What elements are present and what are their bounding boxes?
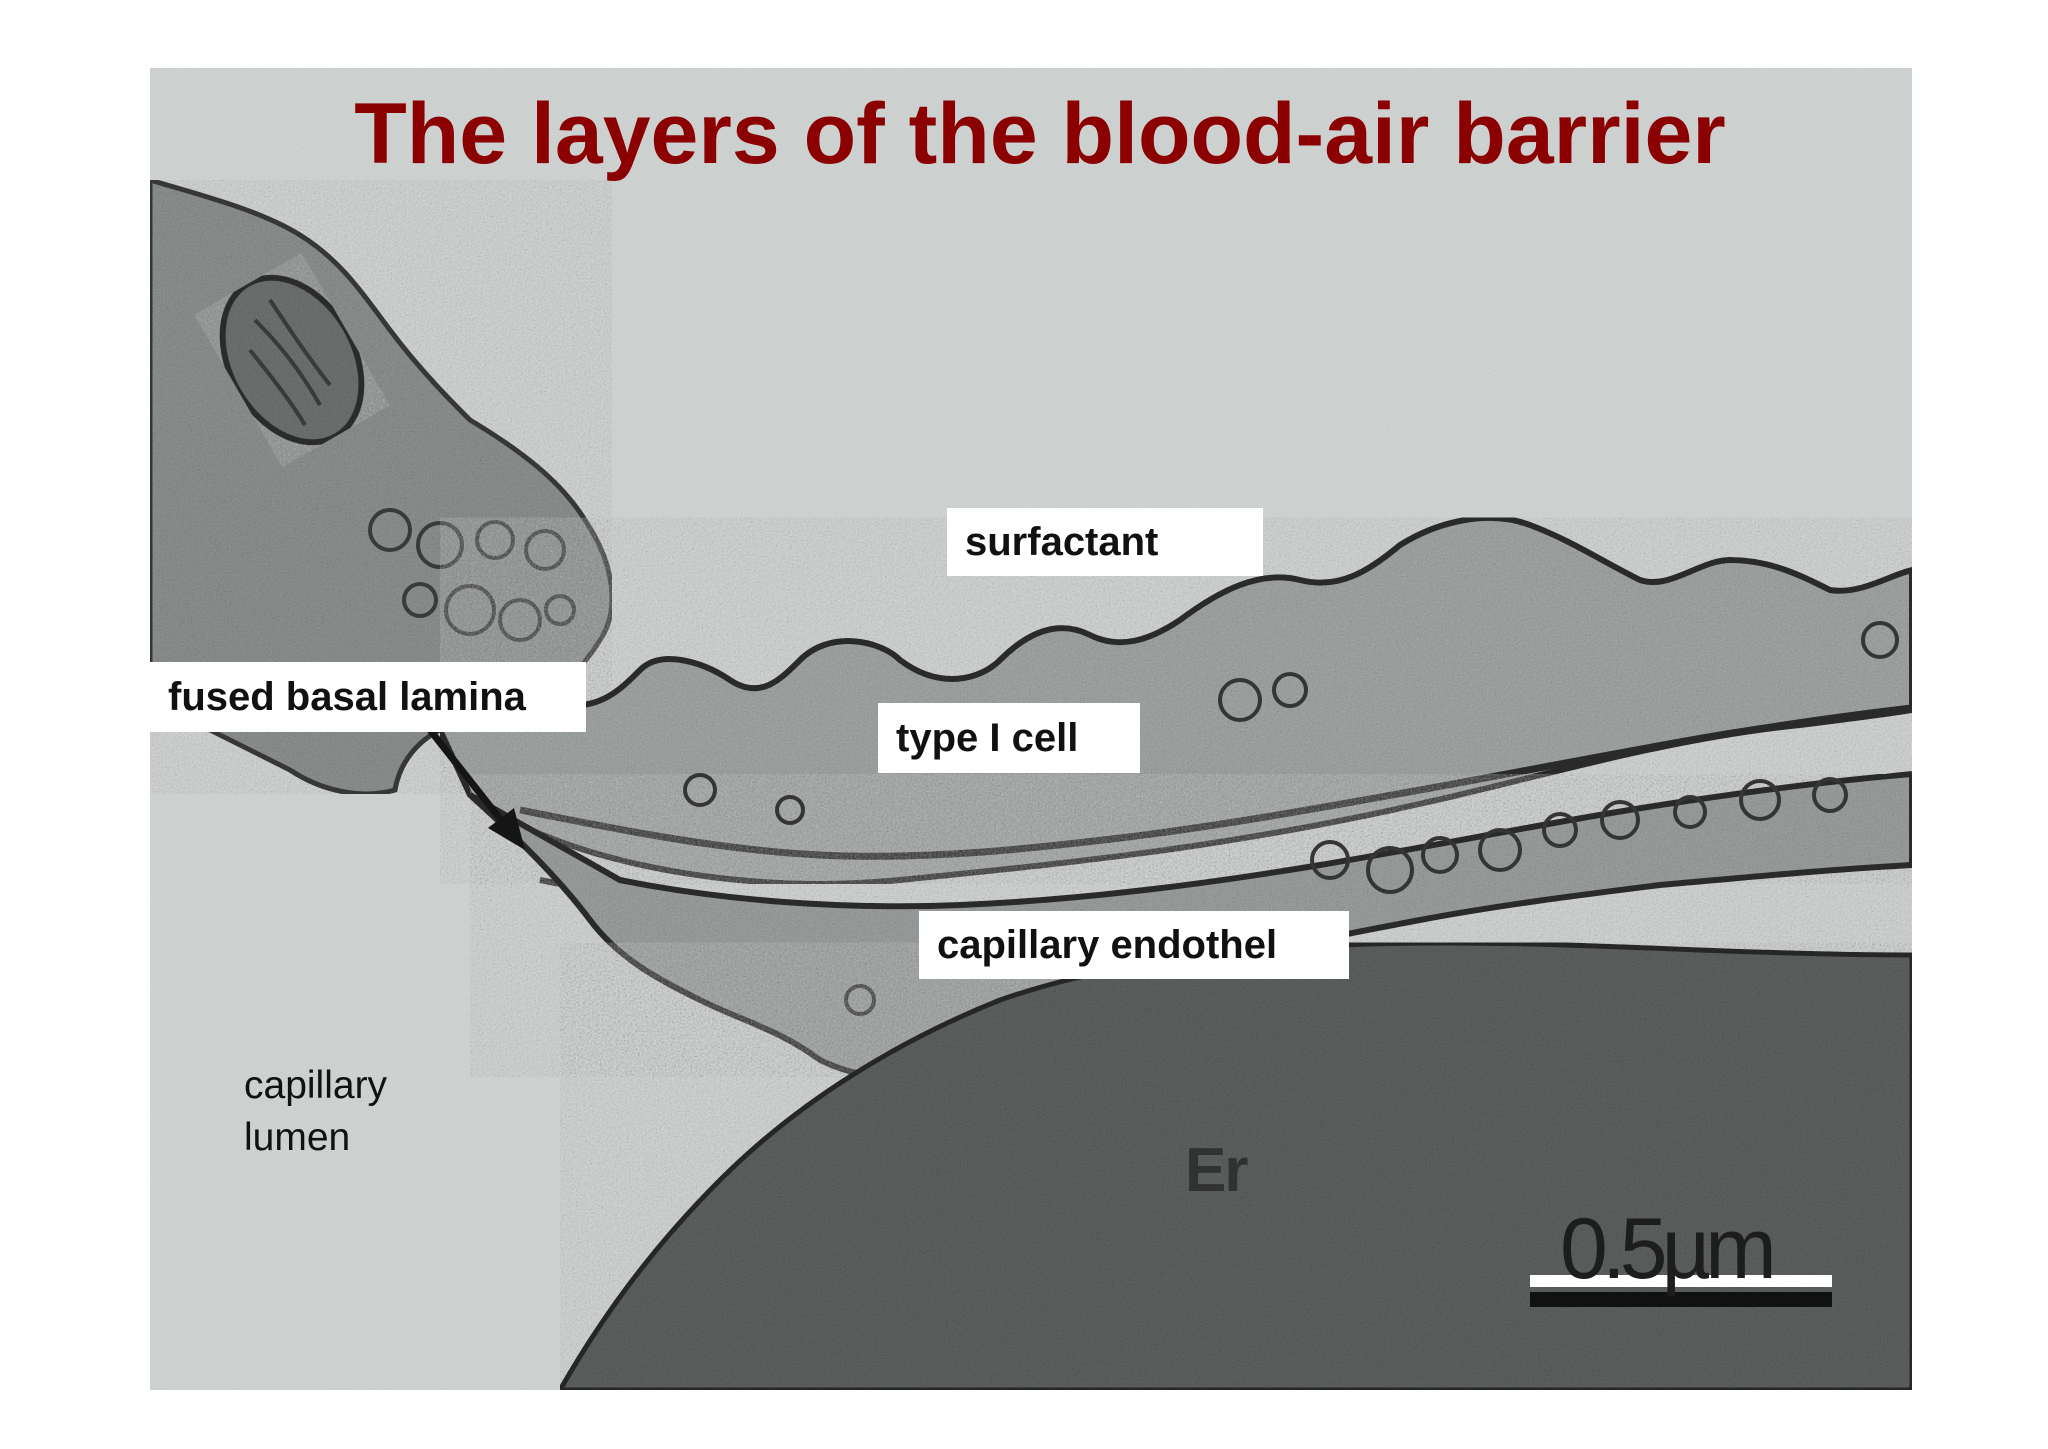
label-type-i-cell: type I cell <box>878 703 1140 773</box>
basal-lamina-line <box>519 704 1912 860</box>
erythrocyte-label: Er <box>1185 1136 1249 1205</box>
label-capillary-lumen-line2: lumen <box>244 1116 351 1159</box>
scale-bar-label: 0.5µm <box>1560 1201 1777 1297</box>
mitochondrion-cristae <box>248 298 332 427</box>
vesicles-barrier <box>683 621 1899 1016</box>
scale-bar <box>1530 1292 1832 1307</box>
slide-title: The layers of the blood-air barrier <box>354 86 1726 182</box>
label-capillary-lumen-line1: capillary <box>244 1064 388 1107</box>
label-surfactant: surfactant <box>947 508 1263 576</box>
label-fused-basal-lamina: fused basal lamina <box>150 662 586 732</box>
vesicles-upper-left <box>368 508 576 642</box>
scale-bar-underlay <box>1530 1275 1832 1287</box>
type-i-epithelium-band <box>436 514 1912 887</box>
label-capillary-endothel: capillary endothel <box>919 911 1349 979</box>
basal-lamina-arrow <box>427 727 525 850</box>
